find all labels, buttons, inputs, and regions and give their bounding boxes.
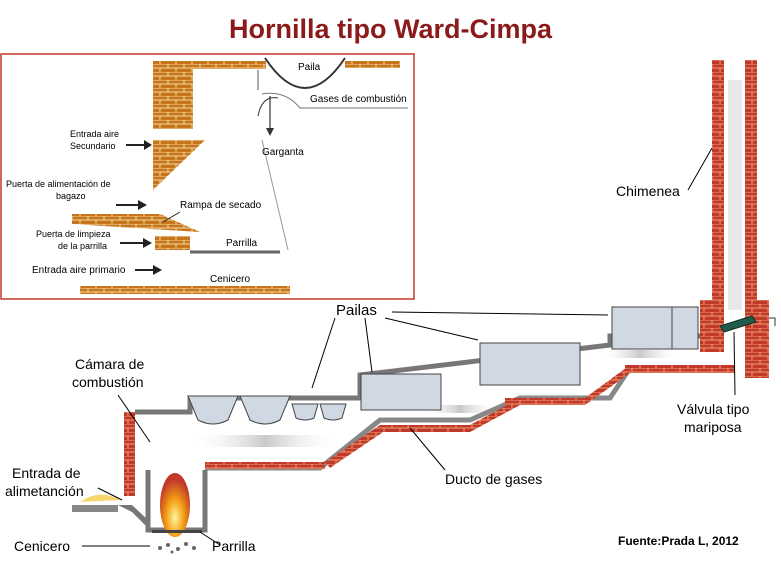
inset-throat-line	[261, 139, 289, 251]
duct-floor-brick-7	[625, 365, 735, 373]
inset-label-limpieza-1: Puerta de limpieza	[36, 229, 111, 239]
bagazo-pile	[80, 494, 120, 502]
parrilla-grate	[152, 530, 202, 533]
label-cenicero: Cenicero	[14, 538, 70, 554]
paila-bowl-3	[291, 403, 319, 421]
inset-label-primario: Entrada aire primario	[32, 265, 126, 276]
label-chimenea: Chimenea	[616, 183, 680, 199]
feed-platform	[72, 505, 118, 512]
inset-paila-bowl	[264, 57, 346, 89]
inset-grate-block	[155, 236, 190, 250]
chimney-right-wall	[745, 60, 757, 300]
paila-pan-1	[360, 373, 442, 411]
valve-handle	[769, 317, 776, 326]
ash-pile	[158, 542, 196, 554]
paila-pan-2	[479, 342, 581, 386]
smoke-duct-2	[420, 405, 500, 413]
label-ducto: Ducto de gases	[445, 471, 542, 487]
butterfly-valve	[719, 315, 757, 333]
paila-pan-3	[611, 306, 699, 350]
label-camara-1: Cámara de	[75, 356, 144, 372]
inset-label-entrada-sec-2: Secundario	[70, 141, 116, 151]
smoke-chimney	[728, 80, 742, 310]
paila-bowl-1	[187, 395, 239, 425]
duct-floor-brick-5	[505, 398, 585, 405]
inset-garganta-arrowhead	[266, 128, 274, 136]
inset-cenicero-floor	[80, 286, 290, 294]
page-title: Hornilla tipo Ward-Cimpa	[229, 14, 552, 44]
inset-arrow-secundario	[126, 140, 152, 150]
chimney-base-right	[745, 300, 769, 378]
inset-garganta-arc	[257, 97, 279, 117]
inset-label-entrada-sec-1: Entrada aire	[70, 129, 119, 139]
inset-label-gases: Gases de combustión	[310, 94, 407, 105]
duct-floor-brick-3	[380, 425, 470, 432]
inset-arrow-rampa	[162, 211, 181, 223]
inset-label-puerta-alim-2: bagazo	[56, 191, 86, 201]
inset-gases-curve	[261, 92, 408, 109]
inset-arrow-alimentacion	[116, 200, 147, 210]
inset-label-rampa: Rampa de secado	[180, 200, 262, 211]
inset-label-parrilla: Parrilla	[226, 238, 258, 249]
label-valvula-2: mariposa	[684, 419, 742, 435]
duct-floor-brick-2	[325, 425, 386, 468]
inset-label-cenicero: Cenicero	[210, 274, 250, 285]
paila-bowl-2	[239, 395, 291, 425]
chamber-left-wall	[124, 412, 135, 496]
inset-front-wall	[153, 61, 193, 129]
smoke-duct-3	[600, 350, 680, 358]
label-camara-2: combustión	[72, 374, 144, 390]
inset-top-wall-left	[153, 61, 266, 69]
duct-floor-brick-4	[470, 398, 520, 432]
flame	[160, 473, 190, 537]
duct-floor-brick-6	[585, 365, 630, 405]
inset-label-puerta-alim-1: Puerta de alimentación de	[6, 179, 111, 189]
paila-bowl-4	[319, 403, 347, 421]
inset-label-limpieza-2: de la parrilla	[58, 241, 107, 251]
label-parrilla: Parrilla	[212, 538, 256, 554]
inset-label-paila: Paila	[298, 62, 321, 73]
duct-roof	[135, 333, 700, 415]
label-entrada-2: alimetanción	[5, 483, 84, 499]
source-credit: Fuente:Prada L, 2012	[618, 534, 739, 548]
label-valvula-1: Válvula tipo	[677, 401, 750, 417]
duct-floor-brick-1	[205, 462, 325, 469]
feed-chute	[118, 505, 148, 528]
pointer-lines	[82, 147, 736, 547]
inset-border	[0, 53, 415, 300]
inset-label-garganta: Garganta	[262, 147, 304, 158]
label-entrada-1: Entrada de	[12, 465, 81, 481]
inset-arrow-primario	[135, 265, 162, 275]
label-pailas: Pailas	[336, 302, 377, 319]
inset-secondary-wall	[153, 140, 205, 190]
main-diagram: Pailas Cámara de combustión Entrada de a…	[5, 60, 776, 554]
inset-top-wall-right	[345, 61, 400, 68]
inset-diagram: Paila Gases de combustión Garganta Entra…	[0, 53, 415, 300]
chimney-left-wall	[712, 60, 724, 352]
inset-arrow-limpieza	[120, 238, 152, 248]
smoke-duct-1	[190, 435, 340, 447]
